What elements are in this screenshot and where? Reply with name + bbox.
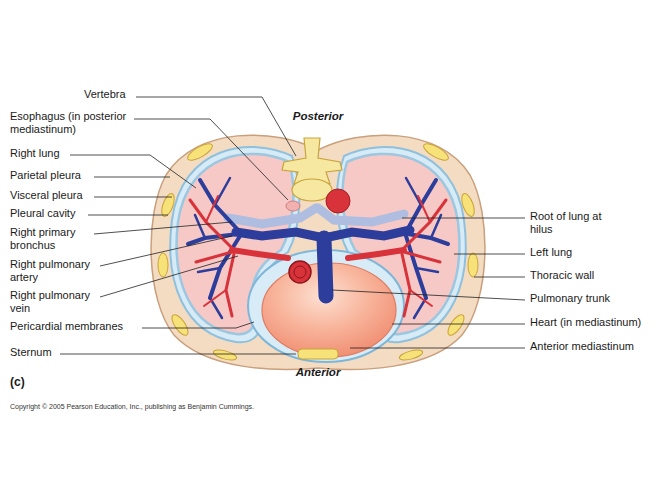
- descending-aorta: [326, 189, 350, 213]
- ascending-aorta: [294, 266, 306, 278]
- leader-line: [100, 256, 238, 297]
- pulmonary-vein: [404, 252, 440, 262]
- leader-line: [392, 324, 525, 325]
- rib: [398, 348, 423, 362]
- pulmonary-vein: [206, 196, 218, 222]
- leader-line: [136, 97, 296, 156]
- part-label: Parietal pleura: [10, 169, 81, 182]
- pulmonary-artery: [406, 178, 421, 205]
- part-label: Root of lung at hilus: [530, 210, 602, 236]
- leader-line: [94, 222, 232, 234]
- pulmonary-vein: [196, 252, 232, 262]
- ascending-aorta: [289, 261, 311, 283]
- thoracic-wall: [151, 135, 485, 369]
- sternum: [298, 349, 338, 359]
- figure-letter: (c): [10, 376, 25, 389]
- thoracic-wall: [151, 135, 485, 369]
- copyright-note: Copyright © 2005 Pearson Education, Inc.…: [10, 402, 254, 411]
- part-label: Anterior mediastinum: [530, 340, 634, 353]
- part-label: Pulmonary trunk: [530, 292, 610, 305]
- ascending-aorta: [289, 261, 311, 283]
- bronchus: [318, 208, 404, 222]
- part-label: Right pulmonary artery: [10, 258, 98, 284]
- part-label: Right lung: [10, 147, 60, 160]
- leader-line: [350, 348, 525, 349]
- part-label: Pleural cavity: [10, 207, 75, 220]
- leader-line: [60, 97, 525, 354]
- leader-line: [454, 254, 525, 255]
- pulmonary-vein: [204, 290, 226, 306]
- pulmonary-vein: [348, 250, 404, 258]
- part-label: Sternum: [10, 346, 52, 359]
- orientation-label: Anterior: [296, 366, 341, 379]
- leader-line: [88, 215, 168, 216]
- part-label: Thoracic wall: [530, 269, 594, 282]
- rib: [468, 253, 478, 277]
- rib: [158, 253, 168, 277]
- pulmonary-vein: [190, 196, 446, 316]
- leader-line: [94, 197, 172, 198]
- leader-line: [94, 177, 170, 178]
- part-label: Right pulmonary vein: [10, 289, 98, 315]
- part-label: Left lung: [530, 246, 572, 259]
- orientation-label: Posterior: [293, 110, 344, 123]
- leader-line: [402, 218, 525, 219]
- pulmonary-vein: [410, 290, 432, 306]
- leader-line: [474, 277, 525, 278]
- part-label: Heart (in mediastinum): [530, 316, 641, 329]
- pulmonary-artery: [188, 234, 238, 244]
- leader-line: [100, 236, 232, 266]
- pulmonary-artery: [416, 268, 438, 272]
- pulmonary-vein: [402, 254, 410, 316]
- leader-line: [332, 290, 525, 300]
- leader-line: [60, 354, 296, 355]
- vertebra: [282, 138, 342, 184]
- pulmonary-artery: [324, 230, 410, 238]
- esophagus: [286, 201, 300, 211]
- part-label: Right primary bronchus: [10, 226, 92, 252]
- bronchus: [228, 208, 316, 224]
- bronchus: [228, 208, 404, 224]
- rib: [445, 312, 467, 337]
- pulmonary-artery: [215, 178, 230, 205]
- part-label: Vertebra: [84, 88, 126, 101]
- rib: [212, 348, 237, 362]
- leader-line: [70, 155, 196, 188]
- sternum: [298, 349, 338, 359]
- descending-aorta: [326, 189, 350, 213]
- pulmonary-vein: [226, 254, 234, 316]
- rib: [169, 312, 191, 337]
- part-label: Esophagus (in posterior mediastinum): [10, 110, 160, 136]
- pulmonary-vein: [232, 250, 288, 258]
- pulmonary-artery: [188, 178, 448, 318]
- part-label: Visceral pleura: [10, 189, 83, 202]
- leader-line: [142, 322, 254, 328]
- pulmonary-artery: [236, 232, 324, 238]
- esophagus: [286, 201, 300, 211]
- pulmonary-artery: [198, 268, 220, 272]
- leader-line: [134, 119, 288, 200]
- part-label: Pericardial membranes: [10, 320, 123, 333]
- pulmonary-artery: [324, 238, 326, 296]
